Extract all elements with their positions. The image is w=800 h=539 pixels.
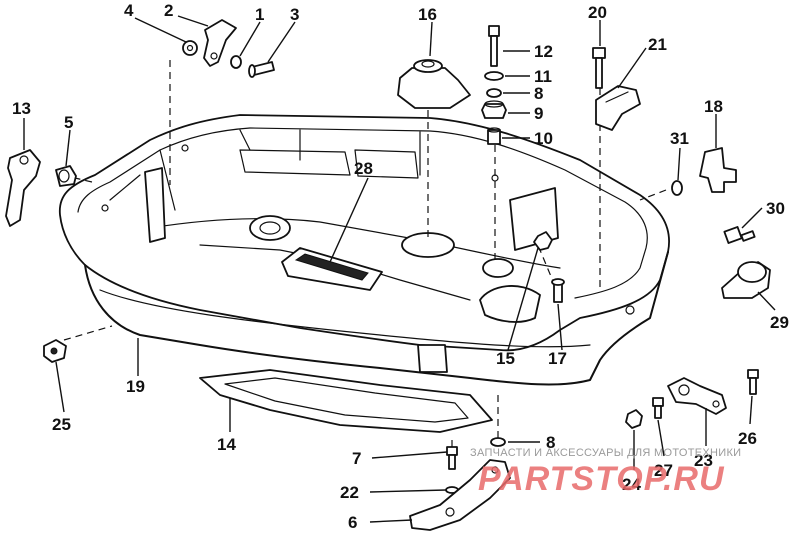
callout-20: 20: [588, 3, 607, 22]
part-30-screw: [723, 226, 756, 244]
callout-4: 4: [124, 1, 134, 20]
callout-21: 21: [648, 35, 667, 54]
callout-8-bottom: 8: [546, 433, 555, 452]
part-4-washer: [182, 40, 198, 56]
callout-17: 17: [548, 349, 567, 368]
callout-14: 14: [217, 435, 236, 454]
callout-9: 9: [534, 104, 543, 123]
callout-2: 2: [164, 1, 173, 20]
callout-28: 28: [354, 159, 373, 178]
part-13-lever: [5, 149, 41, 227]
part-10-sleeve: [487, 127, 501, 145]
part-20-bolt: [592, 47, 606, 89]
callout-23: 23: [694, 451, 713, 470]
callout-5: 5: [64, 113, 73, 132]
callout-6: 6: [348, 513, 357, 532]
part-21-bracket: [595, 85, 641, 131]
part-24-nut: [625, 409, 643, 429]
part-15-nut: [533, 231, 553, 251]
callout-12: 12: [534, 42, 553, 61]
part-5-bushing: [55, 165, 77, 187]
part-7-screw: [446, 446, 458, 470]
lower-engine-cover: [59, 114, 670, 386]
part-18-link: [699, 147, 737, 193]
part-23-link-arm: [667, 377, 727, 415]
callout-10: 10: [534, 129, 553, 148]
watermark-brand: PARTSTOP.RU: [478, 460, 725, 498]
part-2-latch-hook: [203, 19, 237, 67]
callout-11: 11: [534, 67, 552, 86]
callout-24: 24: [622, 475, 641, 494]
callout-labels: 4 2 1 3 16 12 11 8 9 10 20 21 18 31 30 2…: [12, 1, 789, 532]
callout-13: 13: [12, 99, 31, 118]
part-6-bracket: [409, 459, 511, 531]
callout-30: 30: [766, 199, 785, 218]
watermark-caption: ЗАПЧАСТИ И АКСЕССУАРЫ ДЛЯ МОТОТЕХНИКИ: [470, 447, 741, 459]
callout-25: 25: [52, 415, 71, 434]
callout-22: 22: [340, 483, 359, 502]
part-9-grommet: [481, 100, 507, 119]
callout-15: 15: [496, 349, 515, 368]
callout-1: 1: [255, 5, 264, 24]
callout-26: 26: [738, 429, 757, 448]
callout-19: 19: [126, 377, 145, 396]
callout-18: 18: [704, 97, 723, 116]
callout-27: 27: [654, 461, 673, 480]
part-27-screw: [652, 397, 664, 419]
assembly-lines: [63, 60, 667, 468]
part-3-screw: [248, 61, 275, 78]
part-14-gasket: [199, 369, 493, 433]
part-16-grommet: [397, 59, 471, 109]
part-29-clamp: [721, 261, 771, 299]
part-11-washer: [484, 71, 504, 81]
part-1-lock-washer: [230, 55, 242, 69]
leader-lines: [23, 15, 776, 523]
part-31-washer: [671, 180, 683, 196]
part-8-washer-bottom: [490, 437, 506, 447]
watermark: ЗАПЧАСТИ И АКСЕССУАРЫ ДЛЯ МОТОТЕХНИКИ PA…: [470, 447, 741, 498]
callout-31: 31: [670, 129, 689, 148]
part-12-bolt: [488, 25, 500, 67]
callout-29: 29: [770, 313, 789, 332]
callout-8-top: 8: [534, 84, 543, 103]
part-25-plug: [43, 339, 67, 363]
part-8-washer-top: [486, 88, 502, 98]
part-28-seal: [281, 247, 383, 291]
callout-7: 7: [352, 449, 361, 468]
part-26-screw: [747, 369, 759, 395]
callout-16: 16: [418, 5, 437, 24]
callout-3: 3: [290, 5, 299, 24]
part-17-screw: [551, 278, 565, 303]
